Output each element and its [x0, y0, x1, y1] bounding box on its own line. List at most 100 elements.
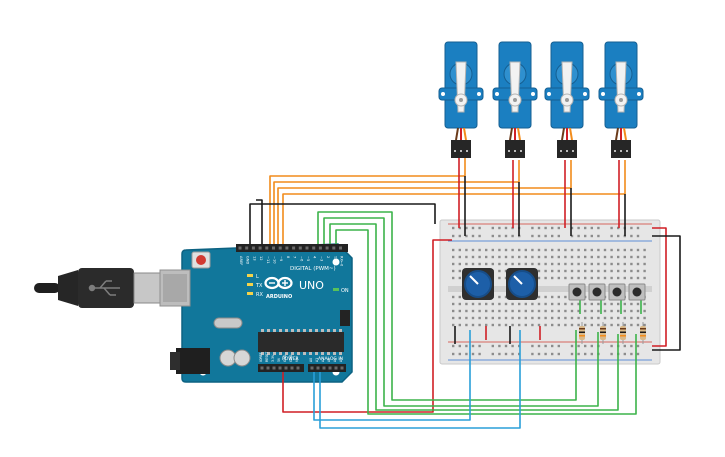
breadboard-hole[interactable] — [511, 248, 514, 252]
breadboard-hole[interactable] — [597, 302, 600, 306]
breadboard-hole[interactable] — [564, 276, 567, 280]
breadboard-hole[interactable] — [471, 316, 475, 320]
potentiometer-2[interactable] — [506, 268, 538, 300]
breadboard-hole[interactable] — [597, 316, 600, 320]
breadboard-hole[interactable] — [603, 309, 607, 313]
breadboard-hole[interactable] — [504, 323, 508, 327]
breadboard-hole[interactable] — [491, 323, 494, 327]
breadboard-hole[interactable] — [577, 269, 580, 273]
breadboard-hole[interactable] — [498, 269, 501, 273]
breadboard-hole[interactable] — [471, 248, 475, 252]
breadboard-hole[interactable] — [636, 269, 640, 273]
breadboard-hole[interactable] — [458, 255, 461, 259]
breadboard-hole[interactable] — [544, 344, 547, 348]
breadboard-hole[interactable] — [465, 226, 468, 230]
breadboard-hole[interactable] — [491, 262, 494, 266]
breadboard-hole[interactable] — [518, 248, 521, 252]
breadboard-hole[interactable] — [544, 234, 547, 238]
breadboard-hole[interactable] — [623, 262, 626, 266]
potentiometer-1[interactable] — [462, 268, 494, 300]
digital-pin-hole[interactable] — [272, 246, 275, 250]
breadboard-hole[interactable] — [524, 248, 527, 252]
breadboard-hole[interactable] — [485, 309, 488, 313]
breadboard-hole[interactable] — [465, 255, 468, 259]
breadboard-hole[interactable] — [557, 276, 560, 280]
breadboard-hole[interactable] — [511, 234, 514, 238]
breadboard-hole[interactable] — [452, 262, 455, 266]
breadboard-hole[interactable] — [498, 295, 501, 299]
digital-pin-hole[interactable] — [332, 246, 336, 250]
breadboard-hole[interactable] — [531, 234, 534, 238]
breadboard-hole[interactable] — [478, 255, 481, 259]
breadboard-hole[interactable] — [570, 309, 574, 313]
breadboard-hole[interactable] — [524, 255, 527, 259]
breadboard-hole[interactable] — [498, 226, 501, 230]
breadboard-hole[interactable] — [458, 323, 461, 327]
breadboard-hole[interactable] — [623, 269, 626, 273]
power-pin-hole[interactable] — [272, 366, 276, 370]
breadboard-hole[interactable] — [518, 309, 521, 313]
breadboard-hole[interactable] — [623, 344, 626, 348]
gnd-wire-to-breadboard[interactable] — [249, 203, 436, 244]
breadboard-hole[interactable] — [498, 255, 501, 259]
breadboard-hole[interactable] — [557, 269, 560, 273]
breadboard-hole[interactable] — [577, 226, 580, 230]
breadboard-hole[interactable] — [610, 352, 613, 356]
breadboard-hole[interactable] — [485, 316, 488, 320]
breadboard-hole[interactable] — [518, 262, 521, 266]
breadboard-hole[interactable] — [630, 316, 633, 320]
breadboard-hole[interactable] — [478, 344, 481, 348]
breadboard-hole[interactable] — [537, 352, 541, 356]
breadboard-hole[interactable] — [498, 316, 501, 320]
breadboard-hole[interactable] — [452, 316, 455, 320]
breadboard-hole[interactable] — [590, 323, 593, 327]
analog-pin-hole[interactable] — [328, 366, 332, 370]
breadboard-hole[interactable] — [531, 309, 534, 313]
breadboard-hole[interactable] — [570, 269, 574, 273]
breadboard-hole[interactable] — [643, 248, 646, 252]
breadboard-hole[interactable] — [590, 309, 593, 313]
analog-pin-hole[interactable] — [316, 366, 320, 370]
breadboard-hole[interactable] — [597, 248, 600, 252]
breadboard-hole[interactable] — [584, 269, 587, 273]
breadboard-hole[interactable] — [498, 262, 501, 266]
breadboard-hole[interactable] — [478, 309, 481, 313]
breadboard-hole[interactable] — [584, 344, 587, 348]
breadboard-hole[interactable] — [537, 295, 541, 299]
breadboard-hole[interactable] — [504, 295, 508, 299]
resistor-2[interactable] — [600, 322, 606, 344]
breadboard-hole[interactable] — [498, 344, 501, 348]
digital-pin-hole[interactable] — [278, 246, 282, 250]
breadboard-hole[interactable] — [452, 302, 455, 306]
breadboard-hole[interactable] — [636, 302, 640, 306]
breadboard-hole[interactable] — [471, 255, 475, 259]
breadboard-hole[interactable] — [511, 262, 514, 266]
breadboard-hole[interactable] — [617, 262, 620, 266]
breadboard-hole[interactable] — [584, 248, 587, 252]
button-4-signal-wire[interactable] — [335, 229, 637, 415]
breadboard-hole[interactable] — [551, 302, 554, 306]
breadboard-hole[interactable] — [643, 323, 646, 327]
breadboard-hole[interactable] — [531, 302, 534, 306]
breadboard-hole[interactable] — [498, 234, 501, 238]
digital-pin-hole[interactable] — [245, 246, 249, 250]
breadboard-hole[interactable] — [636, 276, 640, 280]
breadboard-hole[interactable] — [524, 262, 527, 266]
breadboard-hole[interactable] — [603, 248, 607, 252]
breadboard-hole[interactable] — [630, 309, 633, 313]
breadboard-hole[interactable] — [491, 255, 494, 259]
breadboard-hole[interactable] — [636, 352, 640, 356]
breadboard-hole[interactable] — [590, 262, 593, 266]
breadboard-hole[interactable] — [584, 234, 587, 238]
servo-3-signal-wire[interactable] — [277, 160, 572, 244]
breadboard-hole[interactable] — [531, 344, 534, 348]
servo-motor-1[interactable] — [438, 41, 484, 158]
breadboard-hole[interactable] — [557, 309, 560, 313]
breadboard-hole[interactable] — [564, 269, 567, 273]
breadboard-hole[interactable] — [524, 302, 527, 306]
breadboard-hole[interactable] — [452, 255, 455, 259]
breadboard-hole[interactable] — [537, 276, 541, 280]
breadboard-hole[interactable] — [511, 316, 514, 320]
breadboard-hole[interactable] — [630, 323, 633, 327]
